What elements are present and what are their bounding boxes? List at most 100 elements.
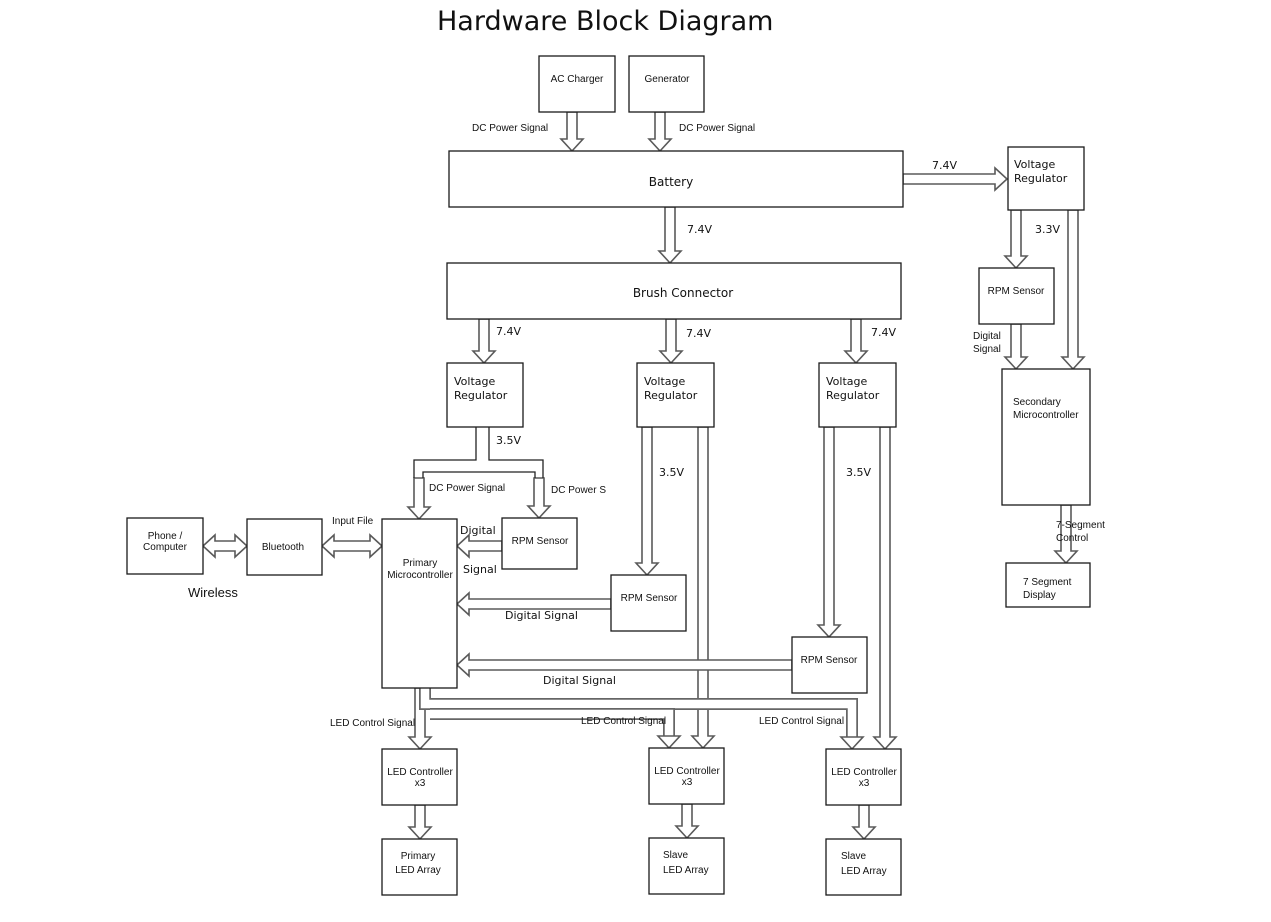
block-voltage-regulator-top: Voltage Regulator <box>1007 146 1085 211</box>
arrow-brush-to-vreg-3 <box>843 318 869 365</box>
label-vreg-3-out: 3.5V <box>846 466 871 479</box>
block-battery-label: Battery <box>649 175 693 189</box>
led-ctrl-3-line-1: LED Controller <box>831 767 897 778</box>
label-led-ctrl-sig-1: LED Control Signal <box>330 718 415 729</box>
label-brush-out-3: 7.4V <box>871 326 896 339</box>
led-ctrl-2-line-2: x3 <box>682 777 693 788</box>
arrow-ac-to-battery <box>559 111 585 153</box>
label-rpm-top-digital-2: Signal <box>973 344 1001 355</box>
arrow-led-ctrl-2-to-array <box>674 803 700 840</box>
arrow-bluetooth-primary-mcu <box>320 533 384 559</box>
arrow-secondary-to-7seg <box>1053 504 1079 565</box>
arrow-vreg-top-to-rpm-top <box>1003 209 1029 270</box>
label-rpm-2-digital: Digital Signal <box>505 609 578 622</box>
block-ac-charger-label: AC Charger <box>551 74 604 85</box>
block-bluetooth: Bluetooth <box>246 518 323 576</box>
block-brush-connector-label: Brush Connector <box>633 286 733 300</box>
arrow-mcu-to-led-ctrl-2-head <box>656 735 682 750</box>
vreg-top-line-2: Regulator <box>1014 172 1068 185</box>
block-primary-microcontroller: Primary Microcontroller <box>381 518 458 689</box>
arrow-vreg-3-to-rpm-3 <box>816 426 842 639</box>
block-battery: Battery <box>448 150 904 208</box>
label-7seg-ctrl-1: 7-Segment <box>1056 520 1105 531</box>
label-dc-power-left: DC Power Signal <box>472 123 548 134</box>
arrow-rpm-1-to-primary-mcu <box>455 533 503 559</box>
block-7-segment-display: 7 Segment Display <box>1005 562 1091 608</box>
led-ctrl-1-line-1: LED Controller <box>387 767 453 778</box>
label-wireless: Wireless <box>188 585 238 600</box>
led-array-3-line-2: LED Array <box>841 866 887 877</box>
block-led-controller-3: LED Controller x3 <box>825 748 902 806</box>
secondary-mcu-line-1: Secondary <box>1013 397 1061 408</box>
block-rpm-sensor-2: RPM Sensor <box>610 574 687 632</box>
rpm-1-label: RPM Sensor <box>512 536 569 547</box>
label-rpm-1-digital-bottom: Signal <box>463 563 497 576</box>
label-battery-to-brush: 7.4V <box>687 223 712 236</box>
rpm-3-label: RPM Sensor <box>801 655 858 666</box>
vreg-1-line-1: Voltage <box>454 375 495 388</box>
seven-seg-line-2: Display <box>1023 590 1056 601</box>
block-rpm-sensor-1: RPM Sensor <box>501 517 578 570</box>
block-voltage-regulator-1: Voltage Regulator <box>446 362 524 428</box>
led-array-2-line-2: LED Array <box>663 865 709 876</box>
arrow-vreg-1-to-rpm-1 <box>526 477 552 520</box>
label-battery-to-vreg: 7.4V <box>932 159 957 172</box>
led-array-1-line-1: Primary <box>401 851 435 862</box>
label-rpm-3-digital: Digital Signal <box>543 674 616 687</box>
arrow-led-ctrl-3-to-array <box>851 804 877 841</box>
label-brush-out-2: 7.4V <box>686 327 711 340</box>
vreg-3-line-1: Voltage <box>826 375 867 388</box>
block-led-controller-2: LED Controller x3 <box>648 747 725 805</box>
block-led-controller-1: LED Controller x3 <box>381 748 458 806</box>
label-rpm-top-digital-1: Digital <box>973 331 1001 342</box>
secondary-mcu-line-2: Microcontroller <box>1013 410 1079 421</box>
arrow-vreg-top-to-secondary-mcu <box>1060 209 1086 371</box>
rpm-2-label: RPM Sensor <box>621 593 678 604</box>
label-rpm-1-digital-top: Digital <box>460 524 496 537</box>
rpm-top-label: RPM Sensor <box>988 286 1045 297</box>
vreg-1-line-2: Regulator <box>454 389 508 402</box>
diagram-title: Hardware Block Diagram <box>437 6 773 37</box>
label-dc-power-right: DC Power Signal <box>679 123 755 134</box>
block-secondary-microcontroller: Secondary Microcontroller <box>1001 368 1091 506</box>
arrow-battery-to-vreg-top <box>902 166 1009 192</box>
arrow-vreg-2-to-rpm-2 <box>634 426 660 577</box>
label-vreg-1-out: 3.5V <box>496 434 521 447</box>
arrow-rpm-top-to-secondary-mcu <box>1003 323 1029 371</box>
label-led-ctrl-sig-2: LED Control Signal <box>581 716 666 727</box>
block-rpm-sensor-top: RPM Sensor <box>978 267 1055 325</box>
led-array-2-line-1: Slave <box>663 850 688 861</box>
block-voltage-regulator-3: Voltage Regulator <box>818 362 897 428</box>
block-primary-led-array: Primary LED Array <box>381 838 458 896</box>
arrow-vreg-1-to-primary-mcu <box>406 477 432 521</box>
label-dc-power-mcu: DC Power Signal <box>429 483 505 494</box>
block-brush-connector: Brush Connector <box>446 262 902 320</box>
block-slave-led-array-2: Slave LED Array <box>825 838 902 896</box>
block-phone-computer: Phone / Computer <box>126 517 204 575</box>
block-generator: Generator <box>628 55 705 113</box>
vreg-top-line-1: Voltage <box>1014 158 1055 171</box>
block-generator-label: Generator <box>644 74 690 85</box>
block-voltage-regulator-2: Voltage Regulator <box>636 362 715 428</box>
block-rpm-sensor-3: RPM Sensor <box>791 636 868 694</box>
label-led-ctrl-sig-3: LED Control Signal <box>759 716 844 727</box>
led-array-1-line-2: LED Array <box>395 865 441 876</box>
label-vreg-2-out: 3.5V <box>659 466 684 479</box>
arrow-vreg-3-to-led-ctrl-3 <box>872 426 898 751</box>
label-brush-out-1: 7.4V <box>496 325 521 338</box>
arrow-rpm-3-to-primary-mcu <box>455 652 793 678</box>
primary-mcu-line-1: Primary <box>403 558 437 569</box>
label-input-file: Input File <box>332 516 374 527</box>
arrow-mcu-to-led-ctrl-2-inner <box>430 709 674 736</box>
vreg-2-line-2: Regulator <box>644 389 698 402</box>
arrow-battery-to-brush <box>657 206 683 265</box>
label-dc-power-rpm: DC Power S <box>551 485 606 496</box>
arrow-mcu-to-led-ctrl-3-inner <box>420 688 857 737</box>
led-ctrl-1-line-2: x3 <box>415 778 426 789</box>
block-slave-led-array-1: Slave LED Array <box>648 837 725 895</box>
phone-line-2: Computer <box>143 542 188 553</box>
arrow-brush-to-vreg-2 <box>658 318 684 365</box>
label-7seg-ctrl-2: Control <box>1056 533 1088 544</box>
arrow-vreg-2-to-led-ctrl-2 <box>690 426 716 750</box>
